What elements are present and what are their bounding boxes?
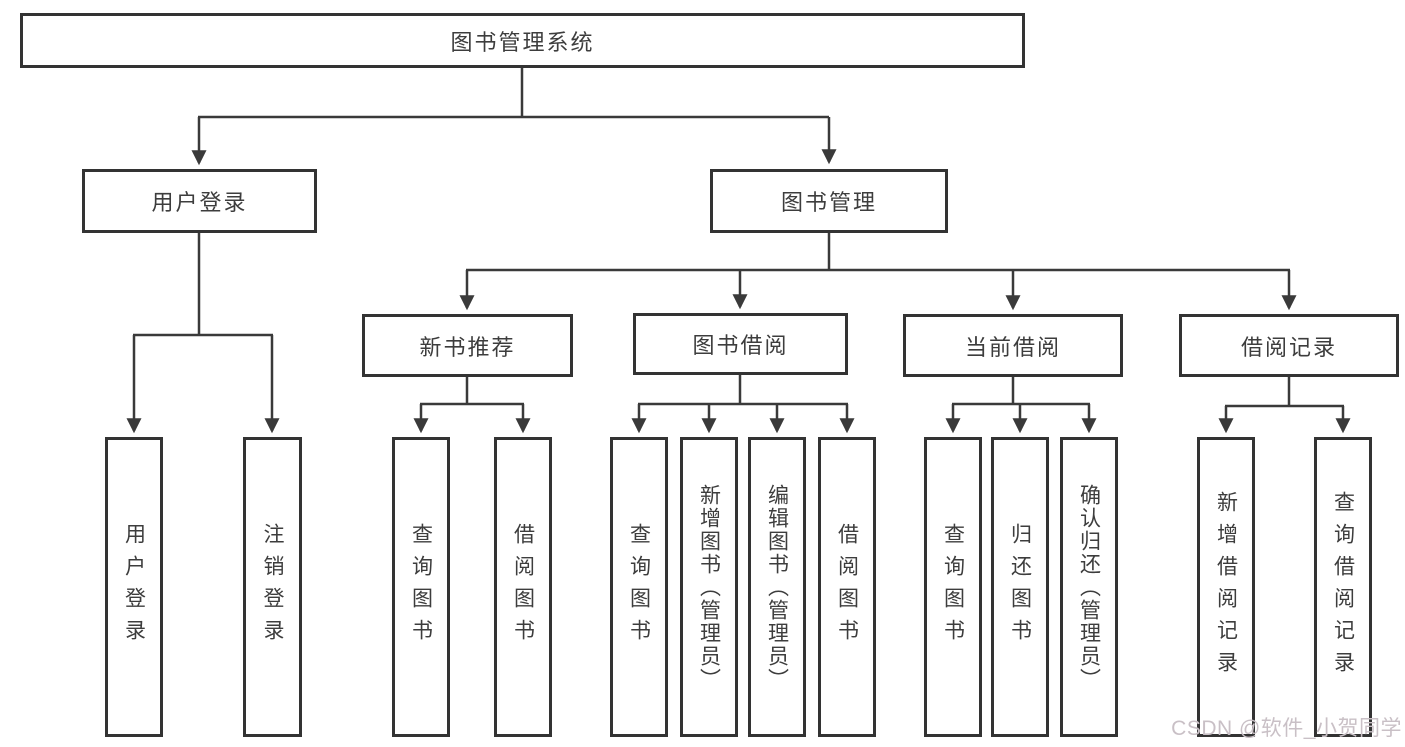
node-borrow-records: 借阅记录 <box>1179 314 1399 377</box>
node-label: 查询图书 <box>627 523 651 651</box>
csdn-watermark: CSDN @软件_小贺同学 <box>1171 717 1402 740</box>
node-label: 图书管理系统 <box>450 29 595 55</box>
node-label: 图书借阅 <box>692 333 789 358</box>
node-label: 查询借阅记录 <box>1331 491 1355 683</box>
node-label: 借阅图书 <box>511 523 535 651</box>
node-book-borrow: 图书借阅 <box>633 313 848 375</box>
node-label: 查询图书 <box>941 523 965 651</box>
node-label: 归还图书 <box>1008 523 1032 651</box>
node-label: 借阅记录 <box>1240 334 1337 360</box>
node-borrow-books-recommend: 借阅图书 <box>494 437 552 737</box>
node-label: 新增借阅记录 <box>1214 491 1238 683</box>
node-label: 新书推荐 <box>419 334 516 360</box>
node-query-books-recommend: 查询图书 <box>392 437 450 737</box>
node-library-management-system: 图书管理系统 <box>20 13 1025 68</box>
node-label: 新增图书（管理员） <box>697 483 721 691</box>
node-label: 用户登录 <box>151 190 248 215</box>
node-query-books-current: 查询图书 <box>924 437 982 737</box>
node-label: 借阅图书 <box>835 523 859 651</box>
node-logout: 注销登录 <box>243 437 302 737</box>
node-borrow-books: 借阅图书 <box>818 437 876 737</box>
node-label: 编辑图书（管理员） <box>765 483 789 691</box>
node-book-management: 图书管理 <box>710 169 948 233</box>
node-confirm-return-admin: 确认归还（管理员） <box>1060 437 1118 737</box>
node-label: 当前借阅 <box>964 334 1061 360</box>
node-return-books: 归还图书 <box>991 437 1049 737</box>
node-label: 查询图书 <box>409 523 433 651</box>
node-new-book-recommend: 新书推荐 <box>362 314 573 377</box>
node-add-borrow-record: 新增借阅记录 <box>1197 437 1255 737</box>
node-add-books-admin: 新增图书（管理员） <box>680 437 738 737</box>
node-label: 确认归还（管理员） <box>1077 483 1101 691</box>
node-query-books-borrow: 查询图书 <box>610 437 668 737</box>
node-label: 图书管理 <box>780 190 877 215</box>
node-label: 注销登录 <box>261 523 284 651</box>
node-label: 用户登录 <box>122 523 146 651</box>
node-user-login: 用户登录 <box>82 169 317 233</box>
node-current-borrow: 当前借阅 <box>903 314 1123 377</box>
node-query-borrow-record: 查询借阅记录 <box>1314 437 1372 737</box>
node-user-login-leaf: 用户登录 <box>105 437 163 737</box>
node-edit-books-admin: 编辑图书（管理员） <box>748 437 806 737</box>
